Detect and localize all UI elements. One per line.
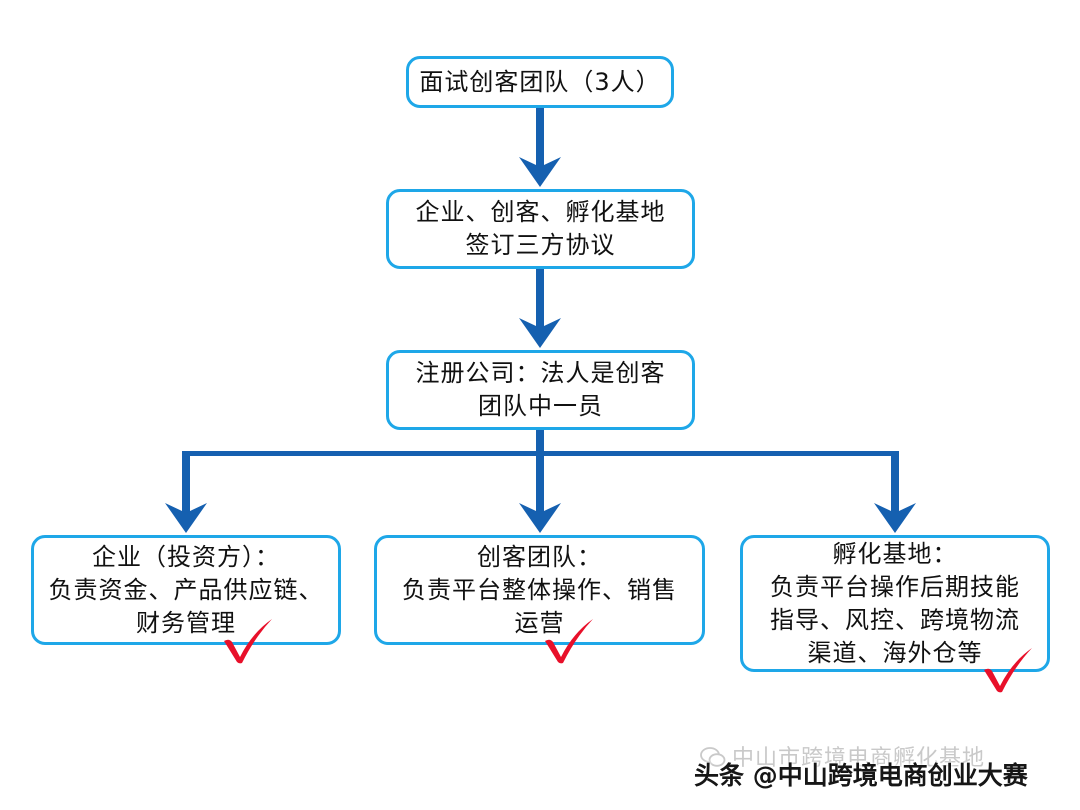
watermark-main: 头条 @中山跨境电商创业大赛 (694, 761, 1028, 790)
arrow-company-enterprise (165, 451, 207, 533)
node-incubator-line: 孵化基地： (832, 539, 958, 568)
checkmark-icon (545, 619, 593, 664)
node-company-line: 团队中一员 (478, 392, 603, 420)
wechat-icon (700, 747, 726, 767)
node-company-line: 注册公司：法人是创客 (415, 359, 666, 387)
checkmark-icon (224, 619, 272, 664)
node-enterprise-line: 企业（投资方）： (92, 542, 280, 571)
node-enterprise-line: 负责资金、产品供应链、 (48, 575, 324, 604)
node-incubator-line: 指导、风控、跨境物流 (770, 605, 1020, 634)
arrow-company-maker (519, 430, 561, 533)
arrows (165, 108, 916, 533)
node-maker-line: 负责平台整体操作、销售 (402, 575, 677, 604)
arrow-company-incubator (874, 451, 916, 533)
watermark-faint: 中山市跨境电商孵化基地 (700, 740, 985, 772)
checkmark-icon (984, 648, 1032, 693)
arrow-interview-agreement (519, 108, 561, 187)
node-agreement-line: 企业、创客、孵化基地 (415, 198, 666, 226)
node-incubator-line: 渠道、海外仓等 (807, 638, 983, 667)
node-agreement-line: 签订三方协议 (465, 231, 616, 259)
node-interview-line: 面试创客团队（3人） (419, 67, 661, 96)
node-agreement: 企业、创客、孵化基地签订三方协议 (386, 189, 695, 269)
node-enterprise: 企业（投资方）： 负责资金、产品供应链、财务管理 (31, 535, 341, 645)
node-incubator-line: 负责平台操作后期技能 (770, 572, 1020, 601)
node-interview: 面试创客团队（3人） (406, 56, 674, 108)
node-maker-line: 运营 (514, 608, 565, 637)
node-maker: 创客团队： 负责平台整体操作、销售运营 (374, 535, 705, 645)
node-company: 注册公司：法人是创客团队中一员 (386, 350, 695, 430)
watermark-faint-text: 中山市跨境电商孵化基地 (732, 746, 986, 771)
node-enterprise-line: 财务管理 (136, 608, 236, 637)
arrow-agreement-company (519, 269, 561, 348)
node-maker-line: 创客团队： (477, 542, 602, 571)
node-incubator: 孵化基地： 负责平台操作后期技能指导、风控、跨境物流渠道、海外仓等 (740, 535, 1050, 672)
